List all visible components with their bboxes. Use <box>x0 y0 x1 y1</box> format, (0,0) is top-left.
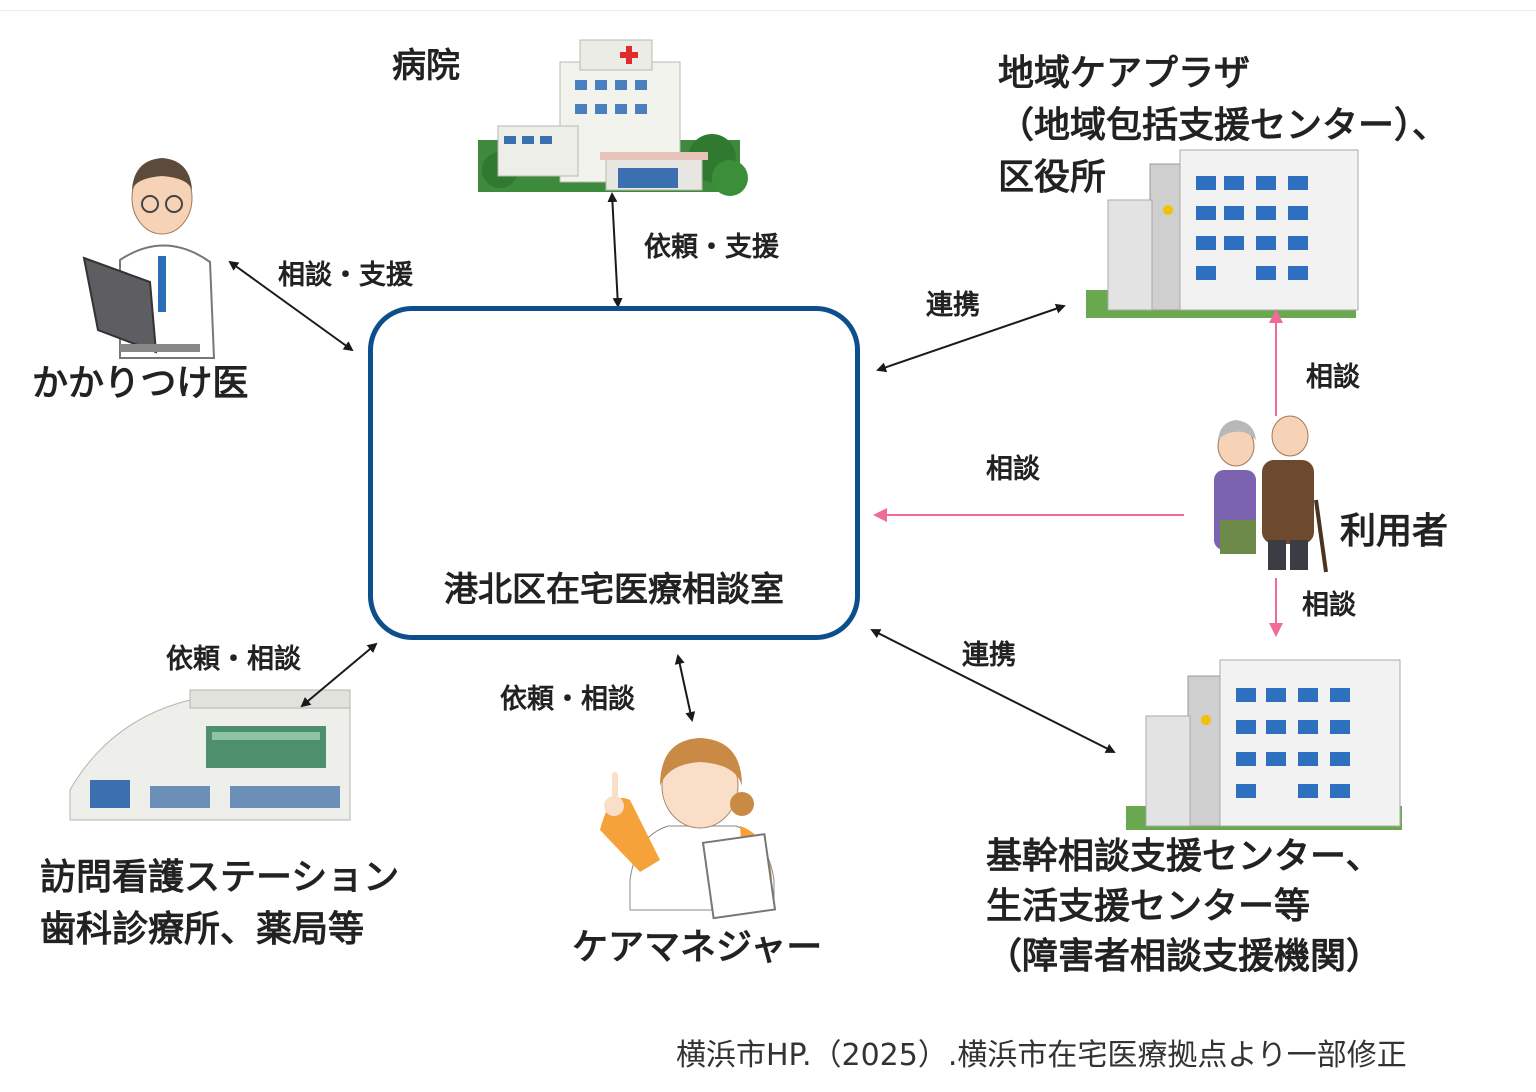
center-box <box>368 306 860 640</box>
clinic-building-icon <box>69 689 351 821</box>
edge-label-user-plaza: 相談 <box>1306 362 1360 393</box>
edge-label-nursing: 依頼・相談 <box>166 644 301 675</box>
elderly-couple-icon <box>1214 415 1328 573</box>
edge-label-plaza: 連携 <box>926 290 980 321</box>
care-plaza-label-line: 地域ケアプラザ <box>998 53 1251 94</box>
support-center-label-line: 基幹相談支援センター、 <box>986 836 1382 877</box>
edge-label-support: 連携 <box>962 640 1016 671</box>
care-plaza-label-line: 区役所 <box>998 157 1107 198</box>
edge-label-user-center: 相談 <box>986 454 1040 485</box>
arrow-support-center <box>870 629 1116 753</box>
support-center-label-line: 生活支援センター等 <box>986 886 1311 927</box>
support-center-label: 基幹相談支援センター、 生活支援センター等 （障害者相談支援機関） <box>986 832 1382 982</box>
top-rule <box>0 10 1536 11</box>
arrow-doctor-center <box>228 260 354 352</box>
care-plaza-label-line: （地域包括支援センター）、 <box>998 105 1449 146</box>
source-credit: 横浜市HP.（2025）.横浜市在宅医療拠点より一部修正 <box>676 1038 1407 1073</box>
arrow-caremanager-center <box>674 654 696 722</box>
center-title: 港北区在宅医療相談室 <box>444 570 784 610</box>
hospital-building-icon <box>478 39 748 196</box>
arrow-nursing-center <box>300 642 378 708</box>
edge-label-user-support: 相談 <box>1302 590 1356 621</box>
user-label: 利用者 <box>1340 511 1449 552</box>
edge-label-hospital: 依頼・支援 <box>644 232 779 263</box>
edge-label-caremanager: 依頼・相談 <box>500 684 635 715</box>
care-plaza-label: 地域ケアプラザ （地域包括支援センター）、 区役所 <box>998 48 1448 204</box>
care-manager-label: ケアマネジャー <box>572 927 823 968</box>
visiting-nursing-label-line: 訪問看護ステーション <box>40 857 400 898</box>
edge-label-doctor: 相談・支援 <box>278 260 413 291</box>
care-manager-woman-icon <box>600 738 777 920</box>
doctor-at-laptop-icon <box>82 158 216 359</box>
arrow-hospital-center <box>607 192 623 308</box>
visiting-nursing-label: 訪問看護ステーション 歯科診療所、薬局等 <box>40 852 399 956</box>
visiting-nursing-label-line: 歯科診療所、薬局等 <box>40 909 365 950</box>
arrow-plaza-center <box>876 303 1066 373</box>
hospital-label: 病院 <box>392 46 460 86</box>
support-center-label-line: （障害者相談支援機関） <box>986 936 1383 977</box>
office-building-icon <box>1086 149 1359 318</box>
family-doctor-label: かかりつけ医 <box>32 363 249 404</box>
office-building-icon <box>1126 659 1402 830</box>
